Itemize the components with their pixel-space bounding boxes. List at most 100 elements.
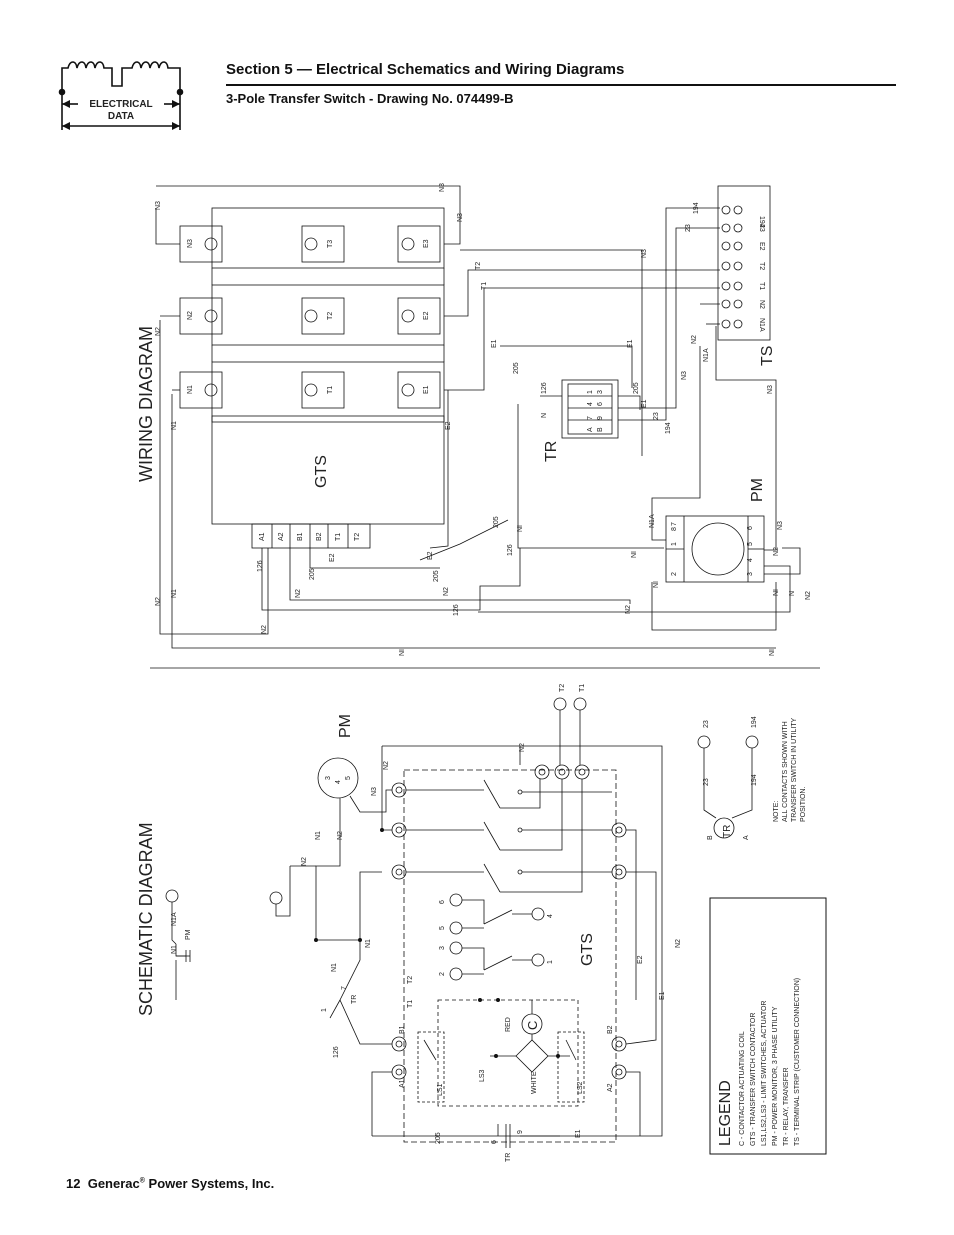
wire-n2-ts: N2 [691, 335, 698, 344]
drawing-subtitle: 3-Pole Transfer Switch - Drawing No. 074… [226, 91, 514, 106]
section-title: Section 5 — Electrical Schematics and Wi… [226, 61, 625, 78]
wire-126-d: 126 [453, 604, 460, 616]
schematic-pin-7: 7 [341, 986, 348, 990]
schematic-n1a-pm: N1A [171, 912, 178, 926]
wire-ni-pm-b: NI [653, 581, 660, 588]
ts-terminal-n1a: N1A [758, 318, 765, 332]
schematic-pin-4: 4 [547, 914, 554, 918]
contactor-e1: E1 [423, 385, 430, 394]
wire-t2: T2 [475, 262, 482, 270]
tr-pin-b: B [597, 427, 604, 432]
schematic-pin-2: 2 [439, 972, 446, 976]
wire-n-tr: N [541, 413, 548, 418]
pm-pin-4: 4 [747, 558, 754, 562]
schematic-23-b: 23 [703, 720, 710, 728]
wire-e1-right: E1 [627, 339, 634, 348]
gts-terminal-a1: A1 [259, 532, 266, 541]
schematic-n1-pm: N1 [171, 945, 178, 954]
ts-terminal-e2: E2 [758, 242, 765, 251]
schematic-n2-right: N2 [675, 939, 682, 948]
tr-pin-3: 3 [597, 390, 604, 394]
schematic-b1: B1 [399, 1025, 406, 1034]
schematic-23-a: 23 [703, 778, 710, 786]
wire-n3-left: N3 [155, 201, 162, 210]
schematic-n2-top: N2 [519, 743, 526, 752]
wire-n3-top: N3 [439, 183, 446, 192]
pm-pin-5: 5 [747, 542, 754, 546]
legend-item-5: TR - RELAY, TRANSFER [783, 1067, 790, 1146]
wire-126-c: 126 [257, 560, 264, 572]
schematic-a2: A2 [607, 1083, 614, 1092]
schematic-tr-a: TR [351, 995, 358, 1004]
pm-pin-6: 6 [747, 526, 754, 530]
gts-terminal-b1: B1 [297, 532, 304, 541]
schematic-n1-a: N1 [315, 831, 322, 840]
note-line4: POSITION. [800, 787, 807, 822]
schematic-tr-coil: TR [722, 825, 733, 838]
wire-205-d: 205 [433, 570, 440, 582]
schematic-ls3: LS3 [479, 1069, 486, 1082]
schematic-e1-bottom: E1 [575, 1129, 582, 1138]
note-line3: TRANSFER SWITCH IN UTILITY [791, 717, 798, 822]
ts-terminal-n2: N2 [758, 300, 765, 309]
page-number: 12 [66, 1176, 81, 1191]
wire-n2-left: N2 [155, 327, 162, 336]
header-divider [226, 84, 896, 86]
wire-e2-b: E2 [427, 551, 434, 560]
contactor-n3: N3 [187, 239, 194, 248]
tr-pin-7: 7 [587, 416, 594, 420]
schematic-ls2: LS2 [577, 1081, 584, 1094]
wiring-gts-label: GTS [313, 455, 330, 488]
schematic-pm-pin4: 4 [335, 780, 342, 784]
wire-n2-mid: N2 [625, 605, 632, 614]
wire-126-b: 126 [507, 544, 514, 556]
schematic-b: B [707, 835, 714, 840]
ts-terminal-t2: T2 [758, 262, 765, 270]
ts-terminal-194: 194 [758, 216, 765, 228]
wire-n2-e: N2 [443, 587, 450, 596]
wire-n3-mid: N3 [641, 249, 648, 258]
schematic-tr-b: TR [505, 1153, 512, 1162]
schematic-n3: N3 [371, 787, 378, 796]
gts-terminal-t1: T1 [335, 533, 342, 541]
logo-line1: ELECTRICAL [89, 99, 152, 110]
wire-126-a: 126 [541, 382, 548, 394]
legend-item-3: LS1,LS2,LS3 - LIMIT SWITCHES, ACTUATOR [761, 1001, 768, 1147]
wiring-pm-label: PM [749, 478, 766, 502]
wire-n-pm: N [789, 591, 796, 596]
schematic-a: A [743, 835, 750, 840]
schematic-gts-label: GTS [579, 933, 596, 966]
pm-pin-8: 8 [671, 527, 678, 531]
wire-e1-left: E1 [491, 339, 498, 348]
pm-pin-2: 2 [671, 572, 678, 576]
company-suffix: Power Systems, Inc. [148, 1176, 275, 1191]
schematic-pm-pin3: 3 [325, 776, 332, 780]
page-footer: 12 Generac® Power Systems, Inc. [66, 1176, 275, 1191]
wire-n2-d: N2 [295, 589, 302, 598]
wire-205-c: 205 [493, 516, 500, 528]
wire-n3-pm-b: N3 [777, 521, 784, 530]
note-line2: ALL CONTACTS SHOWN WITH [782, 721, 789, 822]
schematic-n2-c: N2 [301, 857, 308, 866]
wire-23-tr: 23 [653, 412, 660, 420]
wire-n3-pm: N3 [767, 385, 774, 394]
schematic-pin-6b: 6 [439, 900, 446, 904]
wire-194-ts: 194 [693, 202, 700, 214]
schematic-pin-1: 1 [547, 960, 554, 964]
schematic-t2: T2 [407, 976, 414, 984]
wire-ni-pm: NI [631, 551, 638, 558]
wire-ni-bottom: NI [399, 649, 406, 656]
wire-ni-mid: NI [517, 525, 524, 532]
note-line1: NOTE: [773, 801, 780, 822]
schematic-194-b: 194 [751, 716, 758, 728]
legend-item-4: PM - POWER MONITOR, 3 PHASE UTILITY [772, 1006, 779, 1146]
schematic-pin-5: 5 [439, 926, 446, 930]
contactor-t1: T1 [327, 386, 334, 394]
gts-terminal-a2: A2 [278, 532, 285, 541]
wire-t1: T1 [481, 282, 488, 290]
wiring-tr-label: TR [543, 441, 560, 462]
contactor-e2: E2 [423, 311, 430, 320]
wire-e1-tr: E1 [641, 399, 648, 408]
wire-n3-right: N3 [457, 213, 464, 222]
